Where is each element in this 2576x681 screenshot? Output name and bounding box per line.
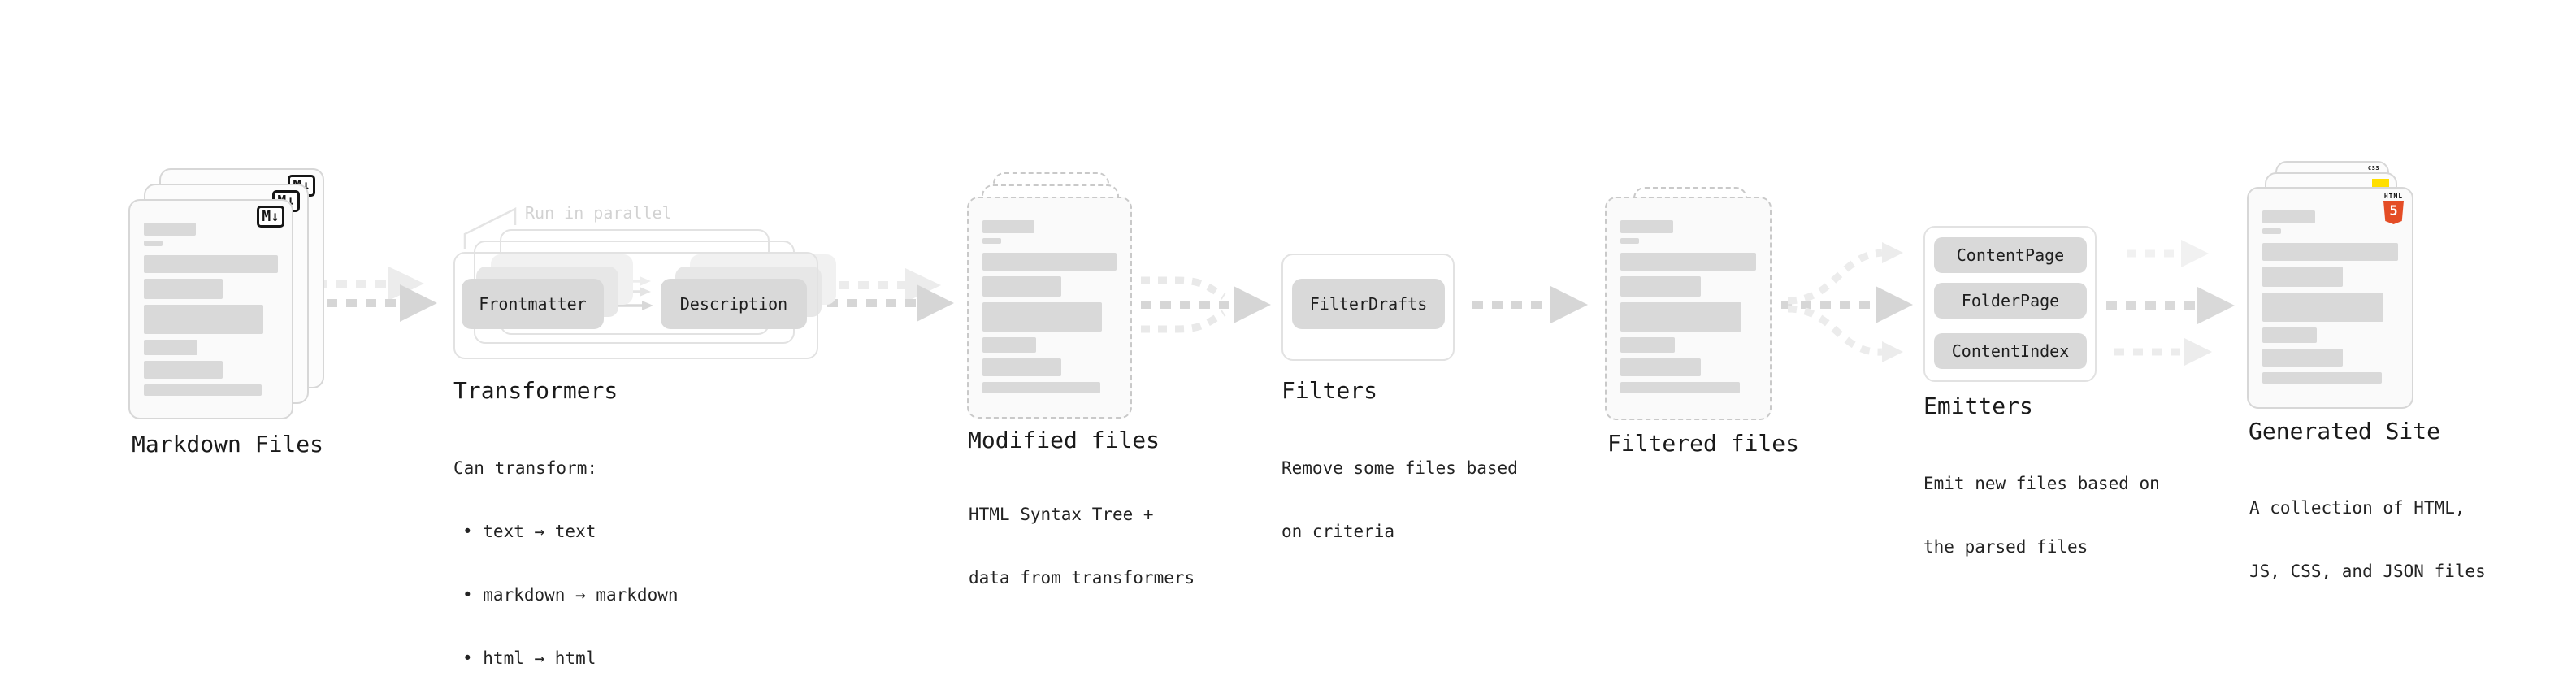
file-content-placeholder (2249, 189, 2412, 384)
contentpage-node: ContentPage (1934, 237, 2087, 273)
transformer-box-front (453, 252, 818, 359)
transformers-label: Transformers (453, 377, 618, 404)
html5-icon: HTML 5 (2383, 193, 2405, 224)
desc-line: Remove some files based (1281, 458, 1518, 478)
desc-line: A collection of HTML, (2249, 498, 2465, 518)
desc-line: the parsed files (1923, 537, 2088, 557)
markdown-icon: M↓ (257, 206, 284, 228)
bullet-item: • markdown → markdown (462, 585, 679, 605)
generated-site-label: Generated Site (2249, 418, 2441, 445)
contentindex-node: ContentIndex (1934, 333, 2087, 369)
arrow-transformers-to-modified (827, 268, 954, 322)
file-content-placeholder (1607, 198, 1770, 393)
desc-line: Emit new files based on (1923, 474, 2160, 493)
folderpage-node: FolderPage (1934, 283, 2087, 319)
frontmatter-node: Frontmatter (462, 279, 604, 329)
can-transform-title: Can transform: (453, 458, 598, 478)
arrow-filtered-to-emitters (1781, 242, 1913, 362)
filtered-file-card-front (1605, 197, 1772, 420)
arrow-filters-to-filtered (1472, 286, 1588, 323)
emitters-label: Emitters (1923, 393, 2033, 419)
arrow-modified-to-filters (1141, 276, 1271, 333)
filtered-files-label: Filtered files (1607, 430, 1800, 457)
modified-files-description: HTML Syntax Tree + data from transformer… (969, 462, 1195, 631)
desc-line: HTML Syntax Tree + (969, 505, 1154, 524)
description-node: Description (661, 279, 807, 329)
markdown-files-label: Markdown Files (132, 431, 324, 458)
file-content-placeholder (969, 198, 1130, 393)
bullet-item: • text → text (462, 522, 596, 541)
filterdrafts-node: FilterDrafts (1292, 279, 1445, 329)
annotation-leader-line (463, 206, 517, 249)
bullet-item: • html → html (462, 648, 596, 668)
transformers-description: Can transform: • text → text • markdown … (453, 415, 679, 681)
modified-files-label: Modified files (968, 427, 1160, 453)
file-content-placeholder (130, 201, 292, 396)
emitters-description: Emit new files based on the parsed files (1923, 431, 2160, 600)
desc-line: data from transformers (969, 568, 1195, 588)
generated-file-card-front: HTML 5 (2247, 187, 2413, 409)
filters-description: Remove some files based on criteria (1281, 415, 1518, 584)
markdown-file-card-front: M↓ (128, 199, 293, 419)
run-in-parallel-annotation: Run in parallel (525, 203, 672, 223)
generated-site-description: A collection of HTML, JS, CSS, and JSON … (2249, 455, 2486, 624)
arrow-markdown-to-transformers (307, 267, 437, 322)
arrow-emitters-to-generated (2106, 240, 2235, 366)
javascript-icon (2372, 179, 2389, 188)
modified-file-card-front (967, 197, 1132, 419)
filters-label: Filters (1281, 377, 1378, 404)
desc-line: on criteria (1281, 522, 1395, 541)
desc-line: JS, CSS, and JSON files (2249, 562, 2486, 581)
